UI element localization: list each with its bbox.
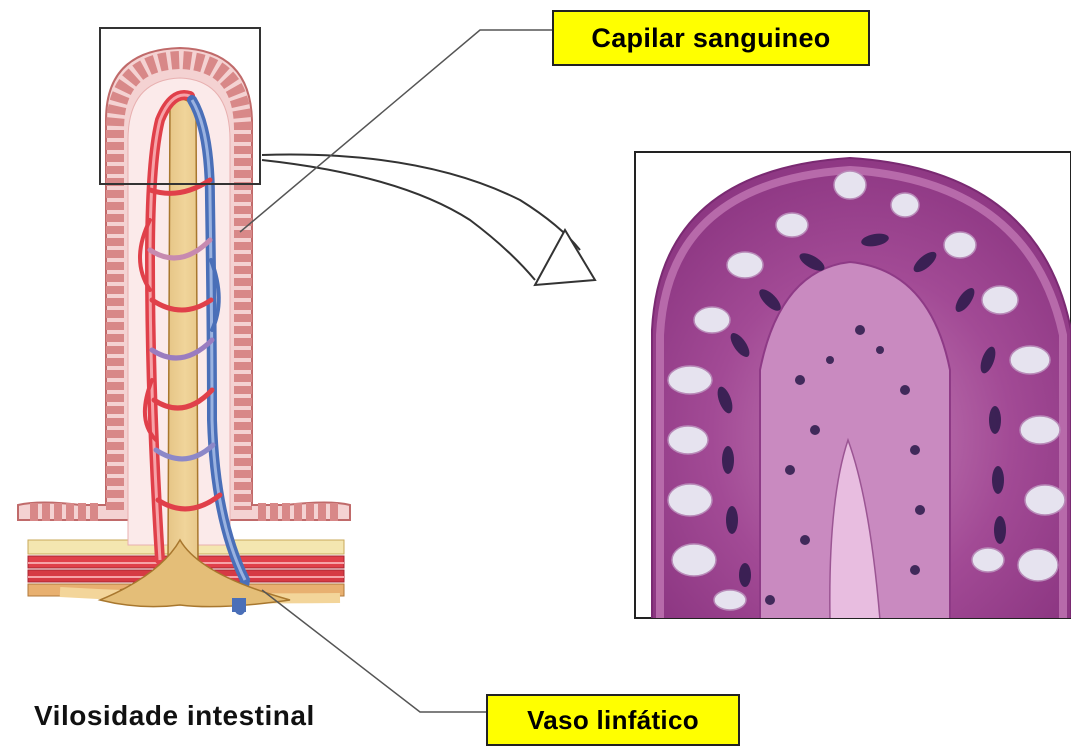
- figure-caption: Vilosidade intestinal: [34, 700, 315, 732]
- capillary-leader-line: [240, 30, 552, 232]
- histology-micrograph: [635, 152, 1071, 620]
- lymphatic-vessel-label: Vaso linfático: [486, 694, 740, 746]
- lymphatic-leader-line: [262, 590, 486, 712]
- capillary-label: Capilar sanguineo: [552, 10, 870, 66]
- villus-illustration: [18, 48, 350, 612]
- zoom-arrow: [262, 155, 595, 285]
